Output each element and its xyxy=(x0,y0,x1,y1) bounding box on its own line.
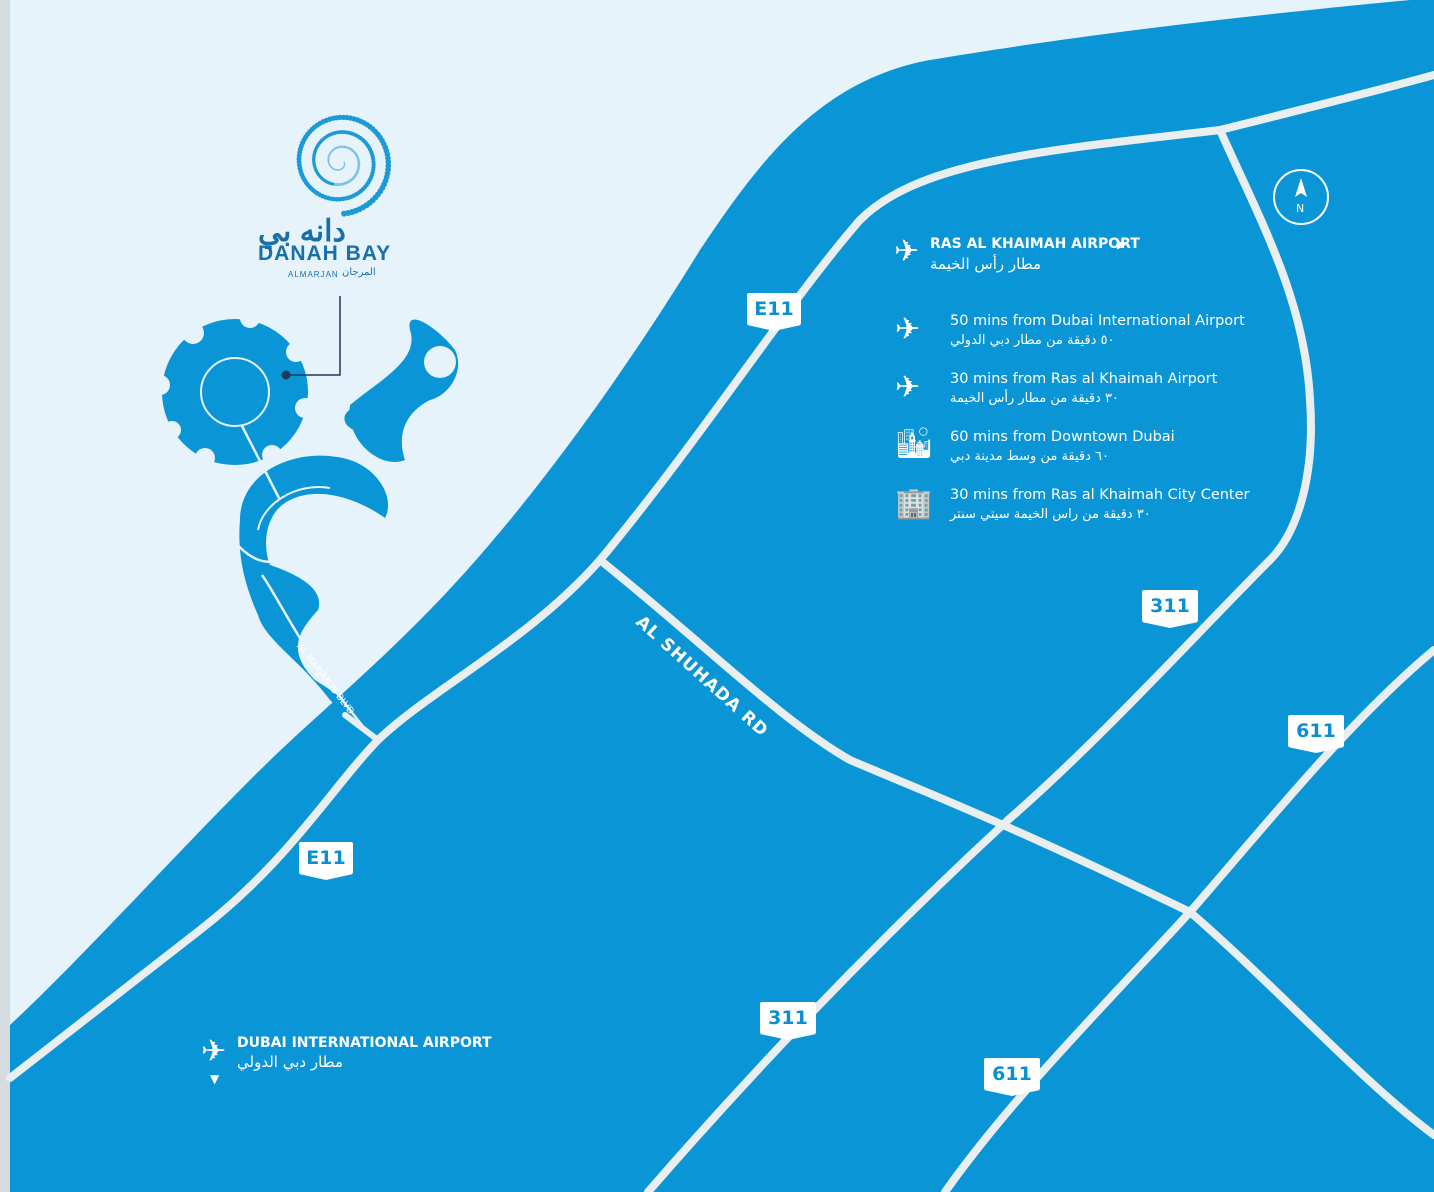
distance-ar: ٣٠ دقيقة من مطار رأس الخيمة xyxy=(950,391,1119,406)
plane-icon: ✈ xyxy=(895,312,921,347)
airport-dxb-ar: مطار دبي الدولي xyxy=(237,1053,343,1071)
road-shield-e11: E11 xyxy=(299,842,353,874)
brand-sub-ar: المرجان xyxy=(342,267,376,278)
road-611 xyxy=(941,646,1434,1192)
road-shield-311: 311 xyxy=(1142,590,1198,622)
plane-icon: ✈ xyxy=(201,1034,227,1069)
airport-rak-en: RAS AL KHAIMAH AIRPORT xyxy=(930,236,1140,252)
roads xyxy=(6,71,1434,1192)
airport-dxb-en: DUBAI INTERNATIONAL AIRPORT xyxy=(237,1035,492,1051)
plane-icon: ✈ xyxy=(894,234,920,269)
distance-ar: ٥٠ دقيقة من مطار دبي الدولي xyxy=(950,333,1115,348)
arrow-right-icon: ▶ xyxy=(1117,237,1127,251)
road-311 xyxy=(644,126,1315,1192)
city-icon: 🏙 xyxy=(895,426,934,461)
brand-name-en: DANAH BAY xyxy=(258,242,392,265)
sea-area xyxy=(10,0,1410,1025)
distance-en: 30 mins from Ras al Khaimah Airport xyxy=(950,371,1218,387)
road-shield-e11: E11 xyxy=(747,293,801,325)
distance-en: 60 mins from Downtown Dubai xyxy=(950,429,1175,445)
compass-label: N xyxy=(1296,202,1305,215)
road-al-shuhada xyxy=(596,556,1434,1139)
distance-ar: ٣٠ دقيقة من راس الخيمة سيتي سنتر xyxy=(950,507,1151,522)
road-shield-311: 311 xyxy=(760,1002,816,1034)
brand-name-ar: دانه بي xyxy=(258,215,346,248)
distance-en: 50 mins from Dubai International Airport xyxy=(950,313,1245,329)
road-shield-611: 611 xyxy=(984,1058,1040,1090)
airport-rak-ar: مطار رأس الخيمة xyxy=(930,255,1042,273)
plane-icon: ✈ xyxy=(895,370,921,405)
brand-sub-en: ALMARJAN xyxy=(288,270,339,279)
distance-en: 30 mins from Ras al Khaimah City Center xyxy=(950,487,1250,503)
road-shield-611: 611 xyxy=(1288,715,1344,747)
danah-bay-logo-icon xyxy=(296,114,392,217)
road-al-marjan xyxy=(342,712,381,743)
distance-ar: ٦٠ دقيقة من وسط مدينة دبي xyxy=(950,449,1110,464)
mall-icon: 🏢 xyxy=(895,486,933,521)
arrow-down-icon: ▼ xyxy=(210,1072,220,1086)
compass-icon xyxy=(1273,169,1329,225)
